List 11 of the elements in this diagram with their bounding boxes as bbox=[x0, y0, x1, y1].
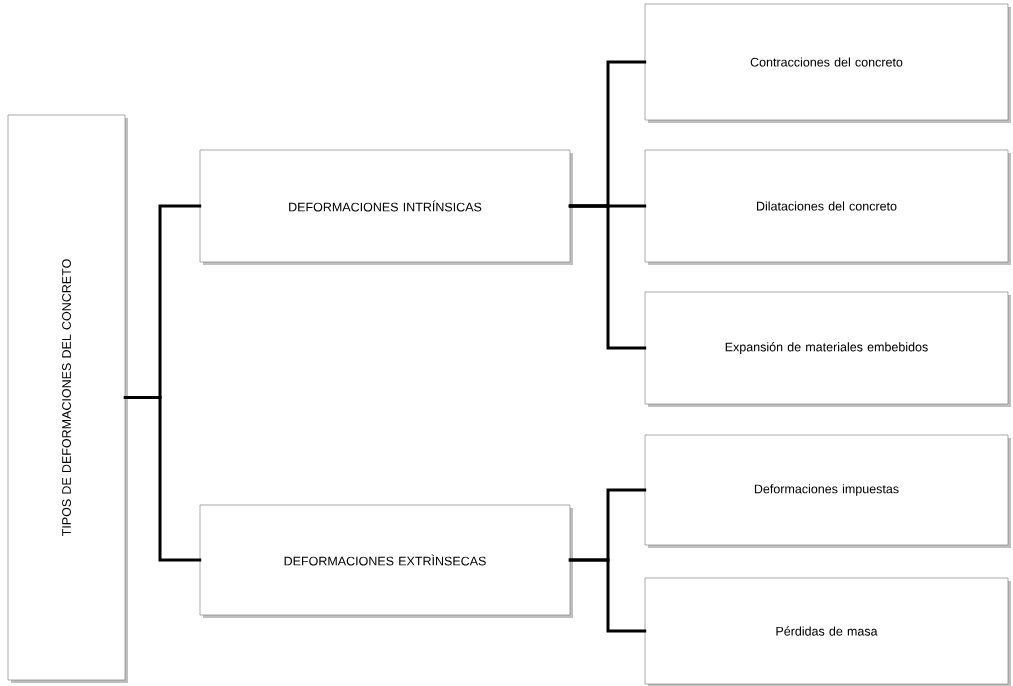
process-box: Expansión de materiales embebidos bbox=[644, 291, 1011, 407]
connector-line bbox=[568, 558, 647, 633]
process-box: DEFORMACIONES EXTRÌNSECAS bbox=[199, 504, 573, 618]
process-box: TIPOS DE DEFORMACIONES DEL CONCRETO bbox=[7, 114, 128, 683]
process-box: Contracciones del concreto bbox=[644, 3, 1011, 123]
process-box: DEFORMACIONES INTRÍNSICAS bbox=[199, 149, 573, 265]
connector-line bbox=[568, 204, 647, 350]
connector-line bbox=[123, 396, 202, 562]
process-box: Dilataciones del concreto bbox=[644, 149, 1011, 265]
process-box: Pérdidas de masa bbox=[644, 577, 1011, 686]
process-box: Deformaciones impuestas bbox=[644, 434, 1011, 548]
